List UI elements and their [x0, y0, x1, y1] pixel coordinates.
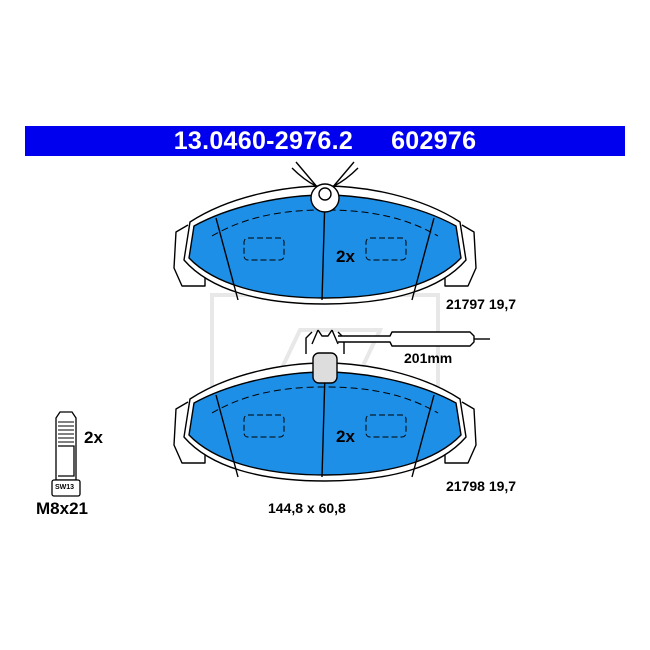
- upper-pad-quantity: 2x: [336, 247, 355, 266]
- bolt-quantity: 2x: [84, 428, 103, 447]
- upper-pad-code: 21797 19,7: [446, 296, 517, 312]
- upper-brake-pad: [173, 161, 477, 305]
- title-bar: 13.0460-2976.2 602976: [25, 126, 625, 156]
- bolt-size: M8x21: [36, 499, 88, 518]
- bolt-wrench-mark: SW13: [55, 484, 75, 491]
- wire-length: 201mm: [404, 350, 453, 366]
- reference-number: 602976: [391, 126, 477, 155]
- pad-dimensions: 144,8 x 60,8: [268, 500, 346, 516]
- lower-pad-quantity: 2x: [336, 427, 355, 446]
- lower-brake-pad: [173, 329, 490, 482]
- lower-pad-code: 21798 19,7: [446, 478, 517, 494]
- bolt-icon: [51, 411, 81, 497]
- part-number: 13.0460-2976.2: [173, 126, 354, 155]
